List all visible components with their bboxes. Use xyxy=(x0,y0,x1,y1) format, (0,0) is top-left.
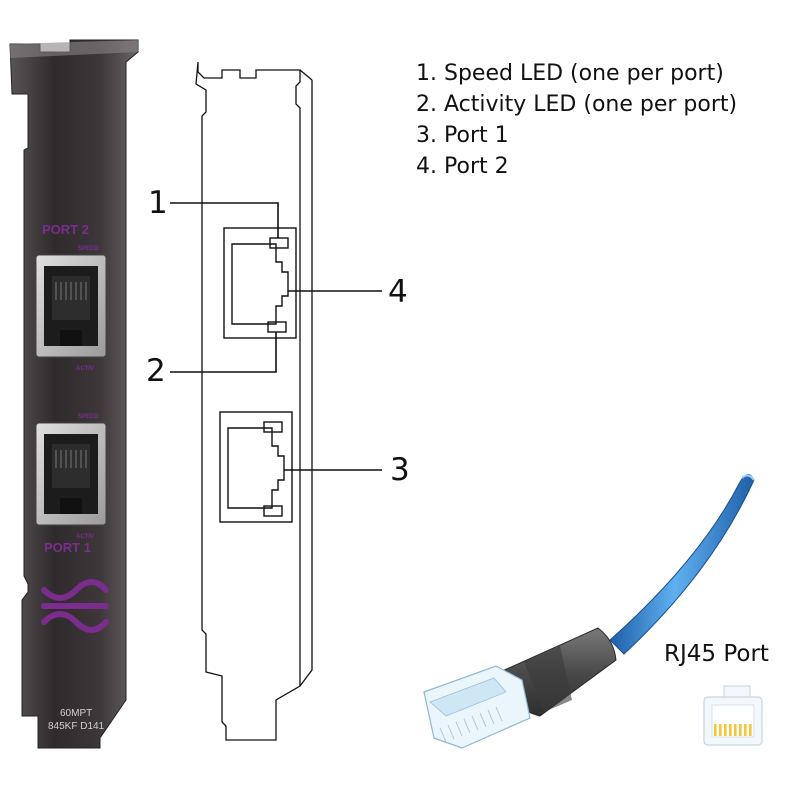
line-speed-led-port2 xyxy=(269,237,289,249)
leader-lines xyxy=(170,202,382,471)
photo-bottom-text-2: 845KF D141 xyxy=(48,721,105,732)
legend-item-activity-led: 2. Activity LED (one per port) xyxy=(416,92,738,117)
photo-logo-icon xyxy=(41,579,109,633)
bracket-metal-plate xyxy=(9,39,139,749)
photo-port-2 xyxy=(35,254,107,358)
line-bracket-outline xyxy=(195,61,301,741)
photo-speed-mark-1: SPEED xyxy=(78,414,99,420)
line-bracket-inner-edge xyxy=(299,80,313,687)
line-port-1 xyxy=(219,411,293,523)
legend-item-port-2: 4. Port 2 xyxy=(416,154,509,179)
callout-4: 4 xyxy=(388,274,408,310)
legend-item-port-1: 3. Port 1 xyxy=(416,123,509,148)
photo-bottom-text-1: 60MPT xyxy=(60,708,92,719)
leader-line-1 xyxy=(170,202,279,238)
photo-port2-label: PORT 2 xyxy=(42,222,89,237)
rj45-cable-illustration xyxy=(423,474,755,749)
line-activity-led-port2 xyxy=(267,321,287,333)
bracket-top-fold xyxy=(10,40,138,58)
photo-speed-mark-2: SPEED xyxy=(78,246,99,252)
callout-1: 1 xyxy=(148,185,168,221)
photo-bracket: PORT 2 SPEED ACTIV SPEED ACTIV PORT 1 60… xyxy=(9,39,139,749)
leader-line-2 xyxy=(170,332,277,373)
photo-activity-mark-2: ACTIV xyxy=(76,366,94,372)
rj45-port-icon xyxy=(703,685,763,746)
line-activity-led-port1 xyxy=(263,505,283,517)
cable-icon xyxy=(609,474,755,655)
photo-activity-mark-1: ACTIV xyxy=(76,534,94,540)
legend-item-speed-led: 1. Speed LED (one per port) xyxy=(416,61,724,86)
photo-port1-label: PORT 1 xyxy=(44,540,91,555)
photo-port-1 xyxy=(35,422,107,526)
rj45-plug-icon xyxy=(423,665,531,749)
legend: 1. Speed LED (one per port) 2. Activity … xyxy=(416,58,737,182)
line-port-2 xyxy=(223,227,297,339)
callout-3: 3 xyxy=(390,452,410,488)
line-speed-led-port1 xyxy=(263,421,283,433)
callout-2: 2 xyxy=(146,353,166,389)
rj45-port-label: RJ45 Port xyxy=(664,641,769,667)
line-bracket xyxy=(195,61,313,741)
